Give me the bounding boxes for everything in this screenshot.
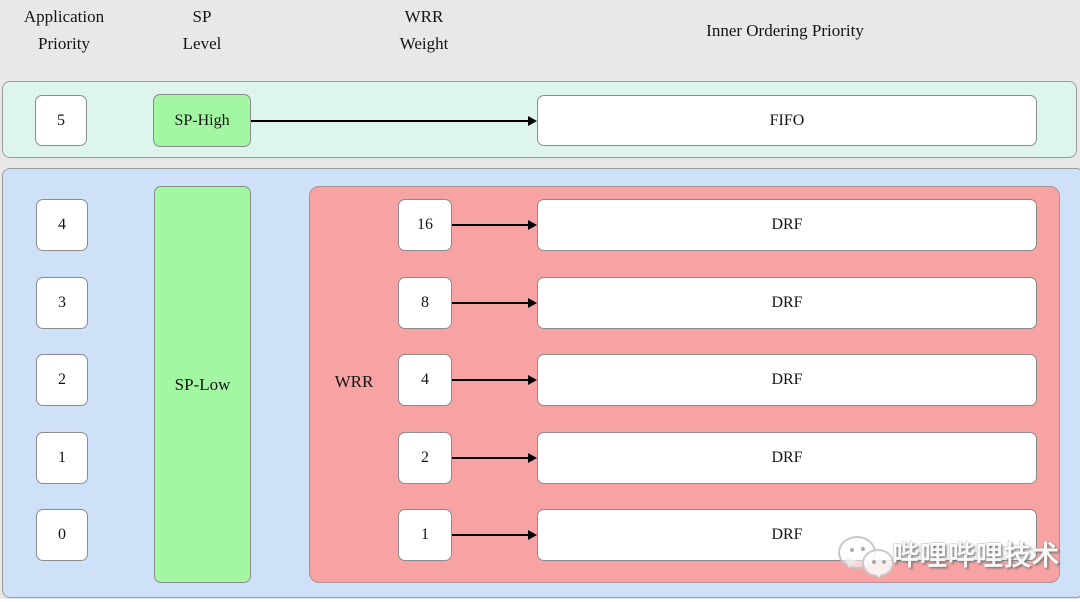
col-header-line: Application xyxy=(23,7,105,26)
priority-box-5: 5 xyxy=(35,95,87,146)
wechat-icon-eye xyxy=(872,560,876,564)
wechat-icon-eye xyxy=(850,548,854,552)
weight-box-8: 8 xyxy=(398,277,452,329)
wechat-icon-eye xyxy=(861,547,865,551)
col-header-inner-ordering-priority: Inner Ordering Priority xyxy=(615,17,955,44)
wechat-icon-eye xyxy=(882,560,886,564)
priority-box-4: 4 xyxy=(36,199,88,251)
drf-box-3: DRF xyxy=(537,354,1037,406)
col-header-line: WRR xyxy=(404,7,444,26)
col-header-line: Weight xyxy=(399,34,449,53)
arrow-sp-high-to-fifo xyxy=(251,116,537,125)
arrow-weight16-to-drf xyxy=(452,220,537,229)
arrow-weight1-to-drf xyxy=(452,530,537,539)
bottom-margin-strip xyxy=(0,599,1080,602)
drf-box-4: DRF xyxy=(537,432,1037,484)
arrow-weight2-to-drf xyxy=(452,453,537,462)
sp-low-box: SP-Low xyxy=(154,186,251,583)
fifo-box: FIFO xyxy=(537,95,1037,146)
watermark: 哔哩哔哩技术 xyxy=(834,530,1080,584)
priority-box-1: 1 xyxy=(36,432,88,484)
col-header-line: Level xyxy=(182,34,222,53)
col-header-wrr-weight: WRR Weight xyxy=(364,3,484,57)
col-header-sp-level: SP Level xyxy=(142,3,262,57)
priority-box-3: 3 xyxy=(36,277,88,329)
priority-box-0: 0 xyxy=(36,509,88,561)
sp-high-box: SP-High xyxy=(153,94,251,147)
watermark-text: 哔哩哔哩技术 xyxy=(892,541,1060,571)
col-header-line: Inner Ordering Priority xyxy=(706,21,864,40)
drf-box-5: DRF xyxy=(537,509,1037,561)
priority-box-2: 2 xyxy=(36,354,88,406)
col-header-line: SP xyxy=(192,7,212,26)
wechat-icon-small-bubble xyxy=(862,549,894,577)
col-header-line: Priority xyxy=(38,34,90,53)
drf-box-2: DRF xyxy=(537,277,1037,329)
weight-box-1: 1 xyxy=(398,509,452,561)
arrow-weight4-to-drf xyxy=(452,375,537,384)
weight-box-16: 16 xyxy=(398,199,452,251)
weight-box-4: 4 xyxy=(398,354,452,406)
weight-box-2: 2 xyxy=(398,432,452,484)
col-header-application-priority: Application Priority xyxy=(4,3,124,57)
wrr-label: WRR xyxy=(334,372,374,391)
drf-box-1: DRF xyxy=(537,199,1037,251)
arrow-weight8-to-drf xyxy=(452,298,537,307)
